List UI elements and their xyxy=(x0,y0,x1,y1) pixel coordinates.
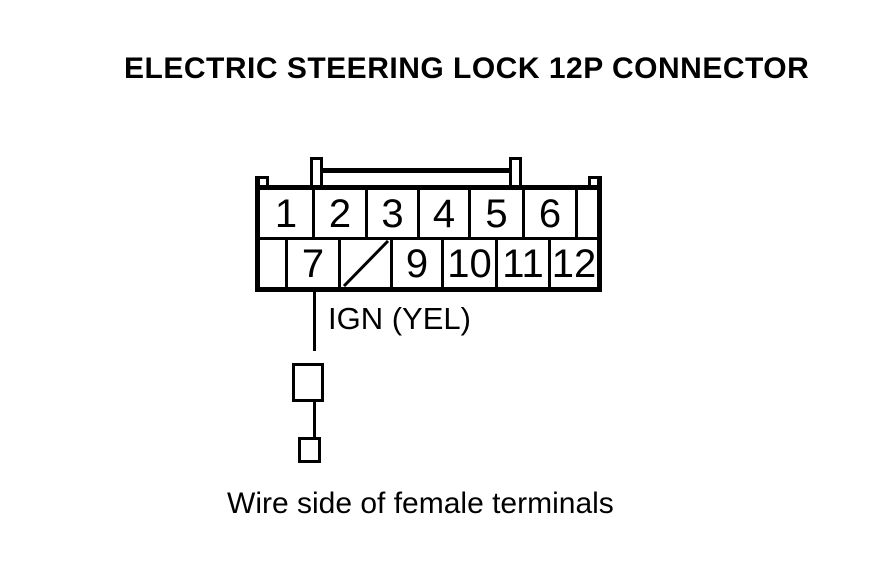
pin-cell-10: 10 xyxy=(441,240,495,287)
pin-cell-5: 5 xyxy=(468,190,522,237)
pin-number-11: 11 xyxy=(502,241,544,286)
pin-row-bottom: 7 9 10 11 12 xyxy=(260,240,597,287)
connector-latch-tab-left xyxy=(310,157,323,185)
blank-cell-top-right xyxy=(575,190,597,237)
pin-cell-3: 3 xyxy=(365,190,417,237)
pin-number-6: 6 xyxy=(538,191,562,236)
pin-number-4: 4 xyxy=(432,191,456,236)
pin-row-top: 1 2 3 4 5 6 xyxy=(260,190,597,240)
pin-number-10: 10 xyxy=(447,241,492,286)
page-title: ELECTRIC STEERING LOCK 12P CONNECTOR xyxy=(124,52,810,85)
pin-cell-2: 2 xyxy=(312,190,365,237)
pin-number-2: 2 xyxy=(328,191,352,236)
blank-cell-bottom-left xyxy=(260,240,285,287)
connector-corner-lip-right xyxy=(588,176,602,185)
connector-body: 1 2 3 4 5 6 xyxy=(255,185,602,292)
pin-number-7: 7 xyxy=(301,241,325,286)
diagram-caption: Wire side of female terminals xyxy=(227,487,614,520)
pin-number-5: 5 xyxy=(485,191,508,236)
no-pin-slash-icon xyxy=(342,240,390,287)
terminal-symbol-large xyxy=(292,363,324,402)
pin-number-1: 1 xyxy=(274,191,298,236)
connector-top-rail xyxy=(321,168,511,173)
pin-cell-4: 4 xyxy=(417,190,468,237)
connector-latch-tab-right xyxy=(509,157,522,185)
pin-number-12: 12 xyxy=(551,241,597,286)
no-pin-8-cell xyxy=(338,240,390,287)
pin-cell-6: 6 xyxy=(522,190,575,237)
wire-label: IGN (YEL) xyxy=(328,301,471,336)
pin-cell-7: 7 xyxy=(285,240,338,287)
terminal-symbol-small xyxy=(298,437,321,463)
pin-cell-11: 11 xyxy=(495,240,548,287)
pin-cell-1: 1 xyxy=(260,190,312,237)
connector-corner-lip-left xyxy=(255,176,269,185)
wire-line-pin7 xyxy=(313,291,316,351)
pin-cell-9: 9 xyxy=(390,240,441,287)
pin-cell-12: 12 xyxy=(548,240,597,287)
pin-number-3: 3 xyxy=(381,191,404,236)
pin-number-9: 9 xyxy=(405,241,429,286)
terminal-link-line xyxy=(313,400,316,438)
